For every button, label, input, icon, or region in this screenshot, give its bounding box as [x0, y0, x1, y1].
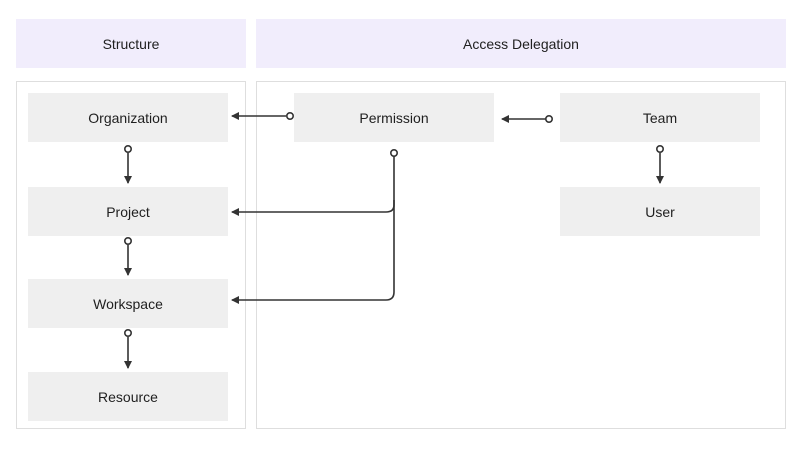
access-delegation-header-label: Access Delegation: [463, 35, 579, 52]
user-label: User: [645, 203, 675, 220]
structure-header: Structure: [16, 19, 246, 68]
workspace-connector-origin: [124, 328, 133, 337]
structure-header-label: Structure: [102, 35, 160, 52]
project-node: Project: [28, 187, 228, 236]
resource-node: Resource: [28, 372, 228, 421]
organization-connector-origin: [124, 145, 133, 154]
team-left-connector-origin: [544, 115, 553, 124]
permission-left-connector-origin: [285, 112, 294, 121]
project-label: Project: [106, 203, 150, 220]
workspace-node: Workspace: [28, 279, 228, 328]
permission-bottom-connector-origin: [389, 149, 398, 158]
team-bottom-connector-origin: [655, 145, 664, 154]
project-connector-origin: [124, 237, 133, 246]
permission-label: Permission: [359, 109, 429, 126]
access-delegation-header: Access Delegation: [256, 19, 786, 68]
team-node: Team: [560, 93, 760, 142]
organization-node: Organization: [28, 93, 228, 142]
resource-label: Resource: [98, 388, 158, 405]
organization-label: Organization: [88, 109, 168, 126]
permission-to-workspace-connector: [231, 200, 395, 304]
user-node: User: [560, 187, 760, 236]
team-label: Team: [642, 109, 678, 126]
workspace-label: Workspace: [93, 295, 163, 312]
permission-to-project-connector: [231, 156, 395, 216]
permission-node: Permission: [294, 93, 494, 142]
